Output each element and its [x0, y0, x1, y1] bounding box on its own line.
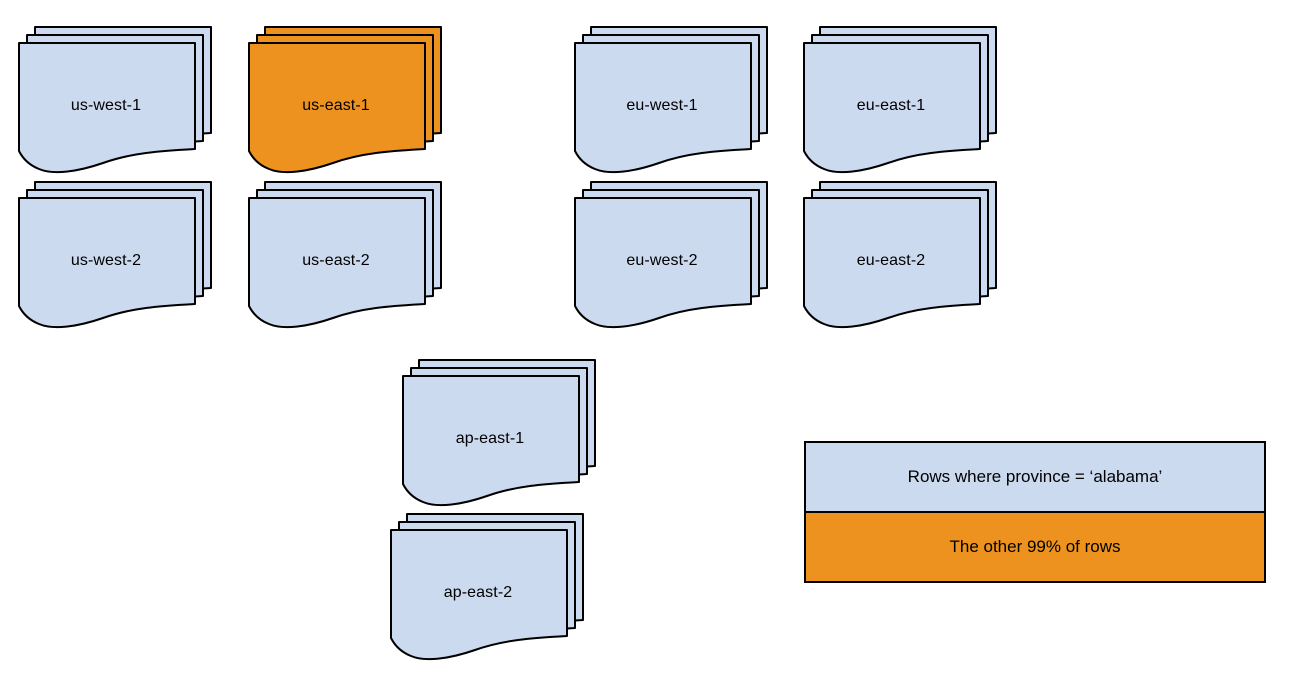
- document-stack-shape: [248, 26, 442, 174]
- document-stack-ap-east-1[interactable]: ap-east-1: [402, 359, 602, 527]
- document-stack-shape: [18, 181, 212, 329]
- document-stack-shape: [402, 359, 596, 507]
- document-stack-shape: [574, 26, 768, 174]
- document-stack-eu-east-2[interactable]: eu-east-2: [803, 181, 1003, 349]
- document-stack-eu-west-2[interactable]: eu-west-2: [574, 181, 774, 349]
- legend-row-orange: The other 99% of rows: [806, 511, 1264, 581]
- document-sheet: [248, 42, 426, 174]
- document-stack-us-west-1[interactable]: us-west-1: [18, 26, 218, 194]
- document-stack-eu-east-1[interactable]: eu-east-1: [803, 26, 1003, 194]
- document-sheet: [803, 42, 981, 174]
- document-stack-shape: [248, 181, 442, 329]
- document-sheet: [574, 197, 752, 329]
- document-stack-ap-east-2[interactable]: ap-east-2: [390, 513, 590, 680]
- document-stack-us-east-2[interactable]: us-east-2: [248, 181, 448, 349]
- document-sheet: [803, 197, 981, 329]
- document-stack-shape: [803, 181, 997, 329]
- document-sheet: [248, 197, 426, 329]
- document-sheet: [18, 42, 196, 174]
- document-sheet: [574, 42, 752, 174]
- document-sheet: [390, 529, 568, 661]
- document-stack-shape: [18, 26, 212, 174]
- document-stack-shape: [390, 513, 584, 661]
- document-sheet: [402, 375, 580, 507]
- document-stack-us-west-2[interactable]: us-west-2: [18, 181, 218, 349]
- document-stack-shape: [803, 26, 997, 174]
- document-stack-eu-west-1[interactable]: eu-west-1: [574, 26, 774, 194]
- document-stack-us-east-1[interactable]: us-east-1: [248, 26, 448, 194]
- legend: Rows where province = ‘alabama’The other…: [804, 441, 1266, 583]
- document-sheet: [18, 197, 196, 329]
- document-stack-shape: [574, 181, 768, 329]
- legend-row-blue: Rows where province = ‘alabama’: [806, 443, 1264, 511]
